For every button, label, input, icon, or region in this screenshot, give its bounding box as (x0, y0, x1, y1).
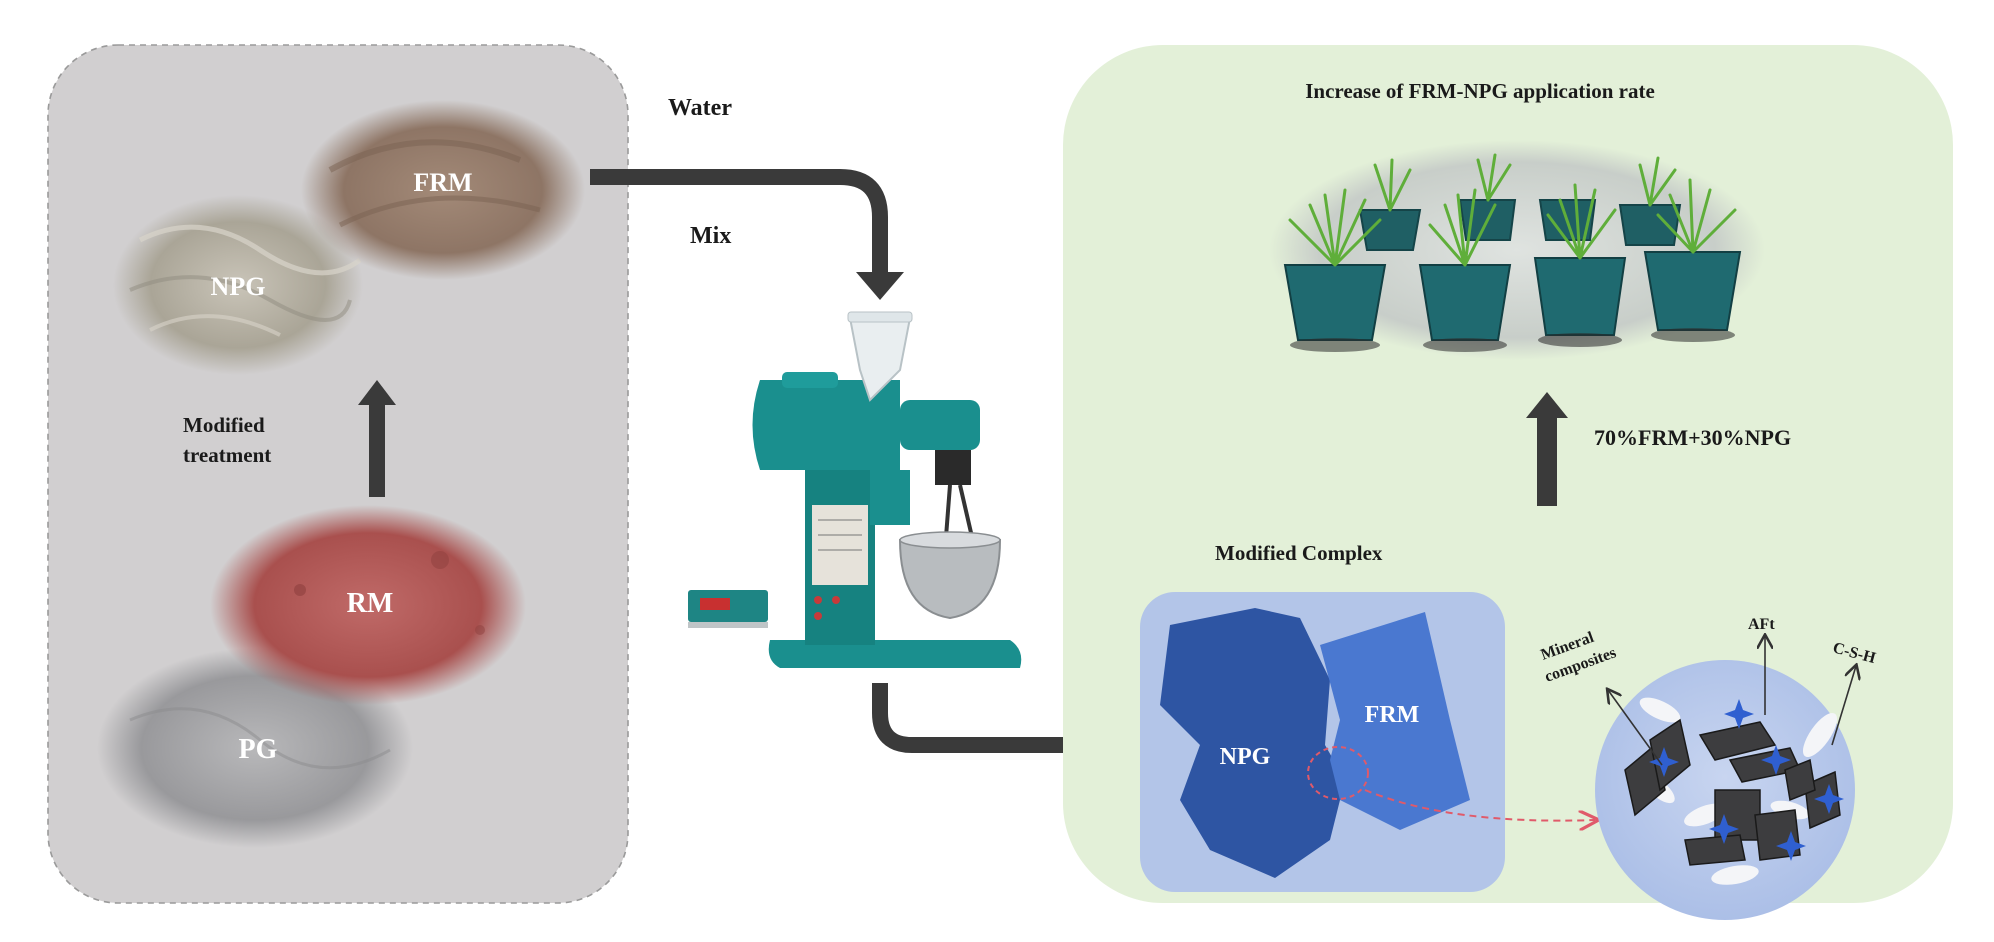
frm-grain (1320, 612, 1470, 830)
aft-label: AFt (1748, 616, 1775, 633)
complex-title: Modified Complex (1215, 541, 1383, 565)
zoom-connector (1364, 789, 1595, 821)
rm-sample: RM (210, 505, 526, 705)
mix-label: Mix (690, 223, 731, 249)
treatment-label-line2: treatment (183, 443, 271, 467)
complex-frm-label: FRM (1365, 702, 1420, 728)
interface-highlight (1307, 746, 1369, 800)
grass-pots-photo (1269, 140, 1765, 360)
complex-npg-label: NPG (1220, 744, 1271, 770)
npg-grain (1160, 608, 1345, 878)
microstructure (1595, 636, 1856, 920)
modified-complex: NPG FRM (1140, 592, 1505, 892)
water-label: Water (668, 95, 732, 121)
ratio-label: 70%FRM+30%NPG (1594, 425, 1791, 450)
pg-label: PG (239, 734, 278, 765)
application-rate-title: Increase of FRM-NPG application rate (1305, 79, 1655, 103)
frm-label: FRM (413, 168, 472, 197)
treatment-label-line1: Modified (183, 413, 265, 437)
treatment-arrow (358, 380, 396, 497)
application-arrow (1526, 392, 1568, 506)
frm-sample: FRM (301, 100, 585, 280)
rm-label: RM (347, 588, 394, 619)
npg-label: NPG (211, 272, 266, 301)
mix-arrow (590, 169, 904, 300)
npg-sample: NPG (113, 195, 363, 375)
mixer-machine (688, 311, 1022, 668)
